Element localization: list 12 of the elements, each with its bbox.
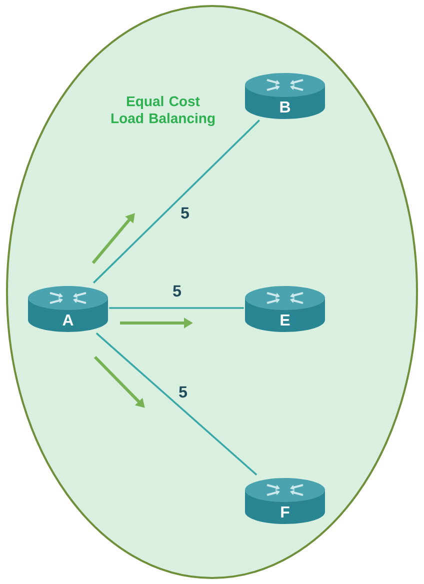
title: Equal Cost Load Balancing (111, 96, 215, 126)
link-line (92, 120, 260, 284)
edge-label: 5 (172, 284, 182, 298)
link-line (96, 332, 258, 476)
router: A (28, 286, 108, 332)
link-line (109, 307, 244, 309)
network-area (6, 5, 418, 579)
router: F (245, 478, 325, 524)
router: B (245, 73, 325, 119)
edge-label: 5 (180, 206, 190, 220)
edge-label: 5 (178, 385, 188, 399)
router: E (245, 286, 325, 332)
